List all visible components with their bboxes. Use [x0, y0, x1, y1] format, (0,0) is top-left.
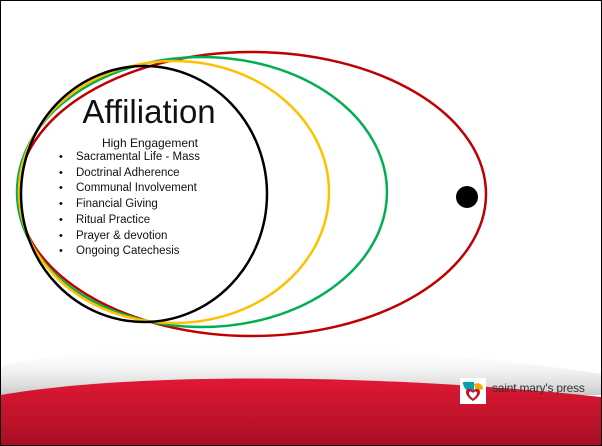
footer-band [1, 378, 601, 445]
bullet-item: Ritual Practice [59, 213, 200, 229]
bullet-list: Sacramental Life - Mass Doctrinal Adhere… [59, 150, 200, 260]
logo-tagline: teaching hearts, enlivening minds. [492, 394, 554, 400]
bullet-item: Financial Giving [59, 197, 200, 213]
logo-mark-icon [460, 378, 486, 404]
bullet-item: Sacramental Life - Mass [59, 150, 200, 166]
bullet-item: Doctrinal Adherence [59, 166, 200, 182]
bullet-item: Ongoing Catechesis [59, 244, 200, 260]
slide-subtitle: High Engagement [101, 136, 199, 150]
slide-title: Affiliation [82, 93, 216, 130]
yellow-ring [17, 59, 331, 325]
saint-marys-press-logo: saint mary's press teaching hearts, enli… [460, 378, 585, 404]
black-ring [19, 64, 269, 324]
bullet-item: Communal Involvement [59, 181, 200, 197]
green-ring [15, 55, 389, 329]
dot-marker [456, 186, 478, 208]
logo-name: saint mary's press [492, 380, 585, 395]
bullet-item: Prayer & devotion [59, 229, 200, 245]
